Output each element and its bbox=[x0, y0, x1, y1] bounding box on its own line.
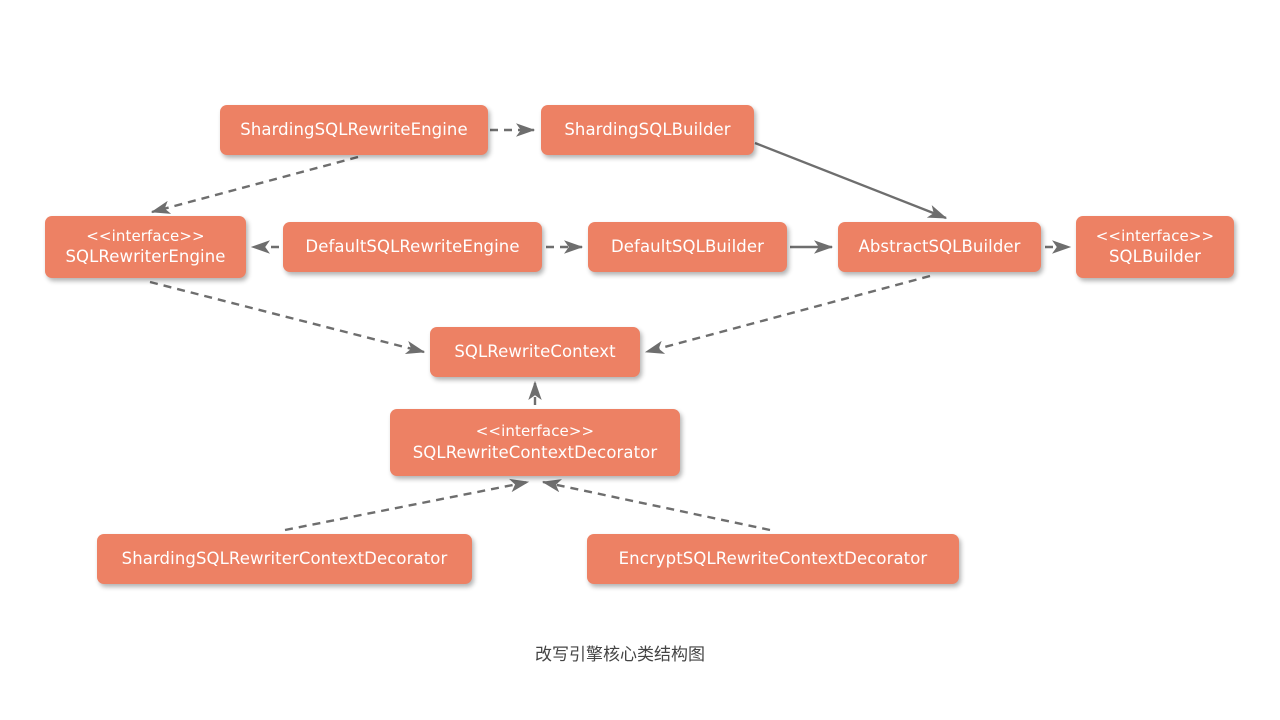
class-node-default-sql-rewrite-engine[interactable]: DefaultSQLRewriteEngine bbox=[283, 222, 542, 272]
edge-rewriter-engine-to-rewrite-context bbox=[149, 280, 426, 355]
node-label: SQLRewriteContextDecorator bbox=[412, 442, 658, 462]
class-node-sharding-sql-rewrite-engine[interactable]: ShardingSQLRewriteEngine bbox=[220, 105, 488, 155]
class-node-abstract-sql-builder[interactable]: AbstractSQLBuilder bbox=[838, 222, 1041, 272]
node-stereotype: <<interface>> bbox=[86, 226, 205, 245]
node-stereotype: <<interface>> bbox=[1095, 226, 1215, 245]
class-node-sharding-sql-rewriter-context-decorator[interactable]: ShardingSQLRewriterContextDecorator bbox=[97, 534, 472, 584]
diagram-caption: 改写引擎核心类结构图 bbox=[535, 645, 705, 665]
node-label: SQLRewriteContext bbox=[454, 342, 616, 362]
node-label: ShardingSQLRewriterContextDecorator bbox=[121, 549, 448, 569]
node-label: DefaultSQLBuilder bbox=[611, 237, 764, 257]
edge-abstract-builder-to-rewrite-context bbox=[644, 274, 931, 354]
edge-sharding-builder-to-abstract-builder bbox=[754, 141, 948, 220]
class-node-sql-rewrite-context[interactable]: SQLRewriteContext bbox=[430, 327, 640, 377]
class-node-sharding-sql-builder[interactable]: ShardingSQLBuilder bbox=[541, 105, 754, 155]
class-node-sql-rewriter-engine[interactable]: <<interface>> SQLRewriterEngine bbox=[45, 216, 246, 278]
edge-sharding-decorator-to-decorator bbox=[284, 478, 530, 532]
node-label: ShardingSQLBuilder bbox=[564, 120, 731, 140]
class-node-sql-rewrite-context-decorator[interactable]: <<interface>>SQLRewriteContextDecorator bbox=[390, 409, 680, 476]
node-label: SQLBuilder bbox=[1108, 247, 1201, 267]
node-label: EncryptSQLRewriteContextDecorator bbox=[618, 549, 928, 569]
edge-encrypt-decorator-to-decorator bbox=[541, 479, 771, 532]
class-node-sql-builder[interactable]: <<interface>> SQLBuilder bbox=[1076, 216, 1234, 278]
node-label: ShardingSQLRewriteEngine bbox=[240, 120, 468, 140]
class-node-encrypt-sql-rewrite-context-decorator[interactable]: EncryptSQLRewriteContextDecorator bbox=[587, 534, 959, 584]
node-label: SQLRewriterEngine bbox=[65, 247, 226, 267]
node-stereotype: <<interface>> bbox=[475, 422, 595, 441]
node-label: AbstractSQLBuilder bbox=[858, 237, 1021, 257]
node-label: DefaultSQLRewriteEngine bbox=[305, 237, 520, 257]
class-node-default-sql-builder[interactable]: DefaultSQLBuilder bbox=[588, 222, 787, 272]
edge-sharding-engine-to-rewriter-engine bbox=[150, 155, 359, 214]
